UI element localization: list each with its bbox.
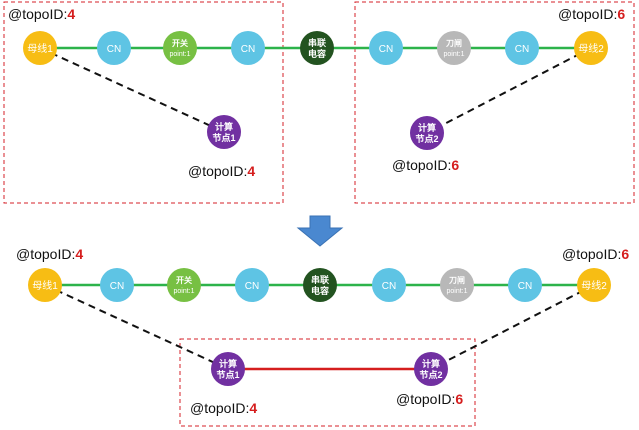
- svg-text:开关: 开关: [176, 275, 192, 285]
- switch-node: 开关 point:1: [163, 31, 197, 65]
- svg-text:母线2: 母线2: [578, 42, 604, 55]
- cn-node: CN: [372, 268, 406, 302]
- compute-node-2: 计算 节点2: [410, 116, 444, 150]
- top-left-topo-label: @topoID:4: [8, 6, 75, 22]
- bottom-left-topo-label: @topoID:4: [16, 246, 83, 262]
- right-subsystem-box: [354, 1, 635, 204]
- compute-node-1: 计算 节点1: [211, 352, 245, 386]
- cn-node: CN: [505, 31, 539, 65]
- svg-text:串联: 串联: [308, 37, 327, 48]
- svg-text:刀闸: 刀闸: [449, 275, 465, 285]
- top-left-dashed-link: [39, 47, 225, 133]
- svg-text:CN: CN: [245, 281, 259, 292]
- svg-text:CN: CN: [241, 44, 255, 55]
- svg-text:节点1: 节点1: [216, 369, 239, 380]
- svg-text:计算: 计算: [215, 121, 233, 132]
- svg-text:CN: CN: [107, 44, 121, 55]
- svg-text:CN: CN: [382, 281, 396, 292]
- cn-node: CN: [508, 268, 542, 302]
- bus1-node: 母线1: [23, 31, 57, 65]
- svg-text:point:1: point:1: [443, 51, 464, 58]
- svg-text:开关: 开关: [172, 38, 188, 48]
- bus2-node: 母线2: [574, 31, 608, 65]
- bottom-right-topo-label: @topoID:6: [562, 246, 629, 262]
- svg-text:计算: 计算: [219, 358, 237, 369]
- svg-text:CN: CN: [110, 281, 124, 292]
- cn-node: CN: [97, 31, 131, 65]
- svg-text:电容: 电容: [311, 285, 329, 296]
- svg-text:母线2: 母线2: [581, 279, 607, 292]
- compute-node-2: 计算 节点2: [414, 352, 448, 386]
- svg-text:计算: 计算: [418, 122, 436, 133]
- compute-node-1: 计算 节点1: [207, 115, 241, 149]
- svg-text:CN: CN: [379, 44, 393, 55]
- svg-text:母线1: 母线1: [27, 42, 53, 55]
- svg-text:计算: 计算: [422, 358, 440, 369]
- svg-text:节点2: 节点2: [415, 133, 438, 144]
- svg-text:节点1: 节点1: [212, 132, 235, 143]
- svg-text:刀闸: 刀闸: [446, 38, 462, 48]
- bus2-node: 母线2: [577, 268, 611, 302]
- svg-text:母线1: 母线1: [32, 279, 58, 292]
- top-right-dashed-link: [426, 47, 592, 134]
- compute2-topo-label-before: @topoID:6: [392, 157, 459, 173]
- svg-text:CN: CN: [518, 281, 532, 292]
- series-capacitor-node: 串联 电容: [303, 268, 337, 302]
- knife-switch-node: 刀闸 point:1: [437, 31, 471, 65]
- cn-node: CN: [231, 31, 265, 65]
- down-arrow-icon: [296, 215, 344, 247]
- knife-switch-node: 刀闸 point:1: [440, 268, 474, 302]
- svg-text:串联: 串联: [311, 274, 330, 285]
- left-subsystem-box: [3, 1, 284, 204]
- cn-node: CN: [235, 268, 269, 302]
- compute1-topo-label-before: @topoID:4: [188, 163, 255, 179]
- cn-node: CN: [369, 31, 403, 65]
- svg-text:节点2: 节点2: [419, 369, 442, 380]
- bottom-left-dashed-link: [44, 284, 229, 370]
- svg-text:电容: 电容: [308, 48, 326, 59]
- top-right-topo-label: @topoID:6: [558, 6, 625, 22]
- compute1-topo-label-after: @topoID:4: [190, 400, 257, 416]
- bus1-node: 母线1: [28, 268, 62, 302]
- compute2-topo-label-after: @topoID:6: [396, 391, 463, 407]
- svg-text:point:1: point:1: [173, 288, 194, 295]
- cn-node: CN: [100, 268, 134, 302]
- svg-text:point:1: point:1: [446, 288, 467, 295]
- switch-node: 开关 point:1: [167, 268, 201, 302]
- bottom-right-dashed-link: [430, 284, 595, 370]
- series-capacitor-node: 串联 电容: [300, 31, 334, 65]
- svg-text:point:1: point:1: [169, 51, 190, 58]
- merged-compute-box: [179, 338, 476, 427]
- svg-text:CN: CN: [515, 44, 529, 55]
